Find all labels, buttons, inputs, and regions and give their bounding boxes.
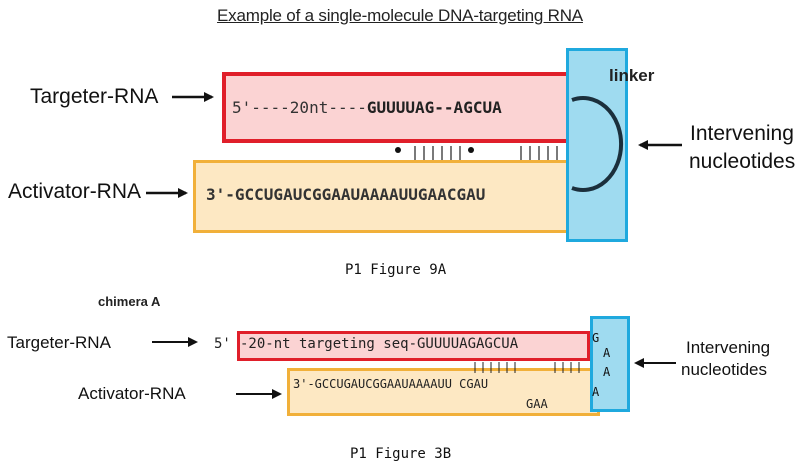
wobble-dot-right <box>468 147 474 153</box>
base-pair-ticks-a <box>415 146 557 160</box>
base-pair-ticks-b <box>475 362 579 373</box>
linker-loop <box>572 98 621 190</box>
wobble-dot-left <box>395 147 401 153</box>
